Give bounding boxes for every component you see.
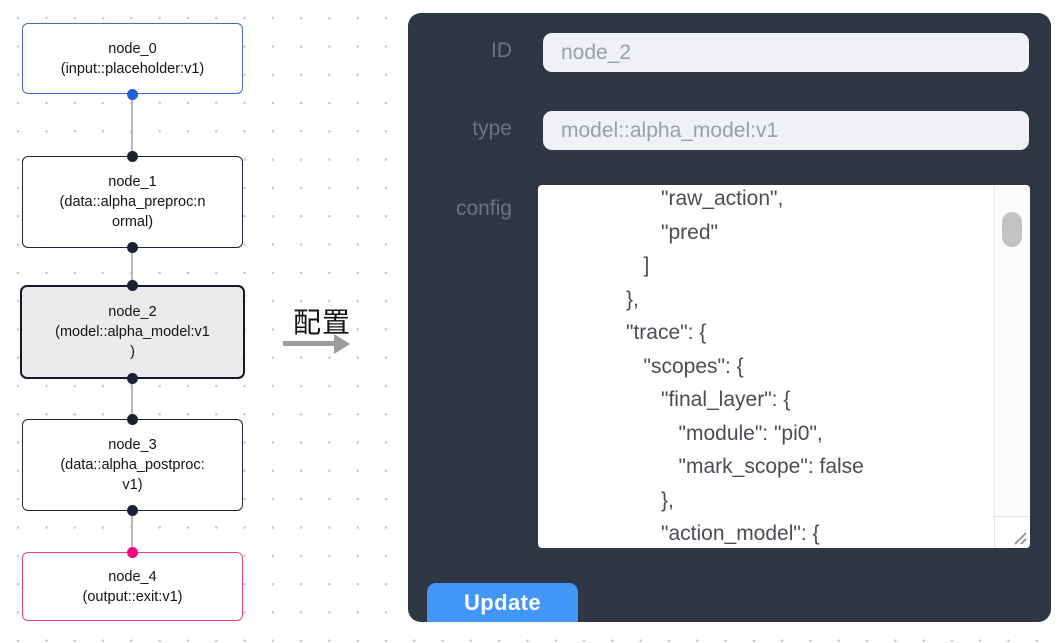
scrollbar-corner bbox=[994, 516, 1030, 548]
port-node3-input[interactable] bbox=[127, 413, 138, 425]
port-node4-input[interactable] bbox=[127, 546, 138, 558]
node-type-label: (input::placeholder:v1) bbox=[60, 60, 205, 77]
type-input[interactable] bbox=[543, 111, 1029, 150]
config-textarea[interactable]: "raw_action", "pred" ] }, "trace": { "sc… bbox=[538, 185, 1030, 548]
port-node1-input[interactable] bbox=[127, 150, 138, 162]
edge-node3-node4 bbox=[131, 511, 133, 552]
node-type-label: (data::alpha_preproc:n ormal) bbox=[59, 194, 206, 230]
resize-grip-icon[interactable] bbox=[1012, 530, 1027, 545]
type-field-label: type bbox=[472, 117, 512, 140]
node-node_2-model-selected[interactable]: node_2 (model::alpha_model:v1 ) bbox=[20, 285, 245, 379]
node-node_1-preproc[interactable]: node_1 (data::alpha_preproc:n ormal) bbox=[22, 156, 243, 248]
port-node3-output[interactable] bbox=[127, 505, 138, 516]
node-title: node_4 bbox=[108, 568, 157, 585]
node-node_3-postproc[interactable]: node_3 (data::alpha_postproc: v1) bbox=[22, 419, 243, 511]
node-type-label: (model::alpha_model:v1 ) bbox=[55, 324, 210, 360]
port-node2-input[interactable] bbox=[127, 280, 138, 291]
port-node2-output[interactable] bbox=[127, 373, 138, 384]
node-title: node_0 bbox=[108, 40, 157, 57]
node-node_0-input[interactable]: node_0 (input::placeholder:v1) bbox=[22, 23, 243, 94]
arrow-right-icon bbox=[283, 341, 336, 346]
scrollbar-track[interactable] bbox=[994, 185, 1030, 516]
edge-node0-node1 bbox=[131, 95, 133, 156]
config-field-label: config bbox=[455, 197, 512, 220]
edge-node2-node3 bbox=[131, 379, 133, 419]
node-type-label: (data::alpha_postproc: v1) bbox=[60, 457, 205, 493]
node-type-label: (output::exit:v1) bbox=[82, 588, 183, 605]
config-json-text: "raw_action", "pred" ] }, "trace": { "sc… bbox=[626, 187, 864, 545]
node-title: node_2 bbox=[108, 304, 157, 320]
node-config-panel: ID type config "raw_action", "pred" ] },… bbox=[408, 13, 1051, 622]
node-title: node_3 bbox=[108, 437, 157, 453]
node-title: node_1 bbox=[108, 174, 157, 190]
edge-node1-node2 bbox=[131, 248, 133, 285]
node-node_4-output[interactable]: node_4 (output::exit:v1) bbox=[22, 552, 243, 621]
port-node1-output[interactable] bbox=[127, 242, 138, 253]
arrow-head-icon bbox=[334, 333, 350, 354]
id-input[interactable] bbox=[543, 33, 1029, 72]
update-button[interactable]: Update bbox=[427, 583, 578, 622]
scrollbar-thumb[interactable] bbox=[1002, 212, 1022, 247]
id-field-label: ID bbox=[491, 39, 512, 62]
port-node0-output[interactable] bbox=[127, 89, 138, 100]
configure-label: 配置 bbox=[293, 307, 352, 338]
